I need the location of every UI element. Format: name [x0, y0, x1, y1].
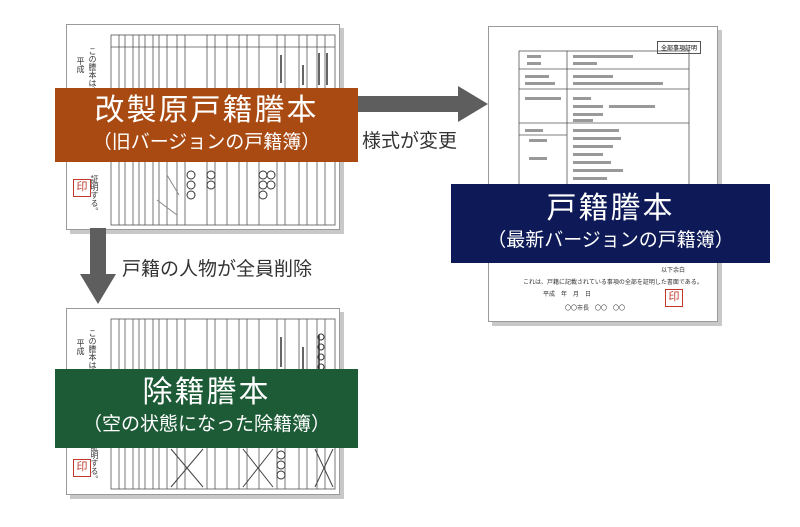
new-register-office-line: 〇〇市長 〇〇 〇〇: [565, 305, 626, 312]
new-register-document: 全部事項証明: [488, 26, 718, 322]
old-register-label-sub: （旧バージョンの戸籍簿）: [92, 131, 321, 153]
new-register-label-sub: （最新バージョンの戸籍簿）: [487, 229, 734, 251]
removed-register-era: 平成: [76, 339, 85, 355]
removed-register-label-sub: （空の状態になった除籍簿）: [82, 413, 330, 435]
new-register-form-tag: 全部事項証明: [656, 41, 701, 54]
new-register-label-main: 戸籍謄本: [546, 191, 675, 226]
new-register-date-line: 平成 年 月 日: [543, 291, 592, 298]
old-register-era: 平成: [76, 57, 85, 73]
right-arrow-icon: [358, 86, 488, 122]
new-register-label: 戸籍謄本 （最新バージョンの戸籍簿）: [451, 184, 770, 263]
old-register-stamp: 印: [73, 179, 91, 197]
removed-register-stamp: 印: [73, 459, 91, 477]
old-register-header-text: この謄本は、: [88, 47, 97, 95]
old-register-label-main: 改製原戸籍謄本: [94, 93, 319, 128]
old-register-footer-text: 証明する。: [90, 175, 99, 215]
new-register-stamp: 印: [665, 289, 683, 307]
removed-register-label-main: 除籍謄本: [142, 375, 271, 410]
old-register-label: 改製原戸籍謄本 （旧バージョンの戸籍簿）: [55, 88, 358, 162]
right-arrow-caption: 様式が変更: [362, 130, 458, 152]
down-arrow-caption: 戸籍の人物が全員削除: [122, 258, 313, 280]
new-register-next-page: 以下余白: [661, 267, 686, 274]
new-register-certify-text: これは、戸籍に記載されている事項の全部を証明した書面である。: [523, 279, 703, 286]
removed-register-label: 除籍謄本 （空の状態になった除籍簿）: [55, 369, 358, 448]
removed-register-footer-text: 証明する。: [90, 443, 99, 483]
removed-register-header-text: この謄本は、: [88, 329, 97, 377]
down-arrow-icon: [80, 228, 116, 304]
